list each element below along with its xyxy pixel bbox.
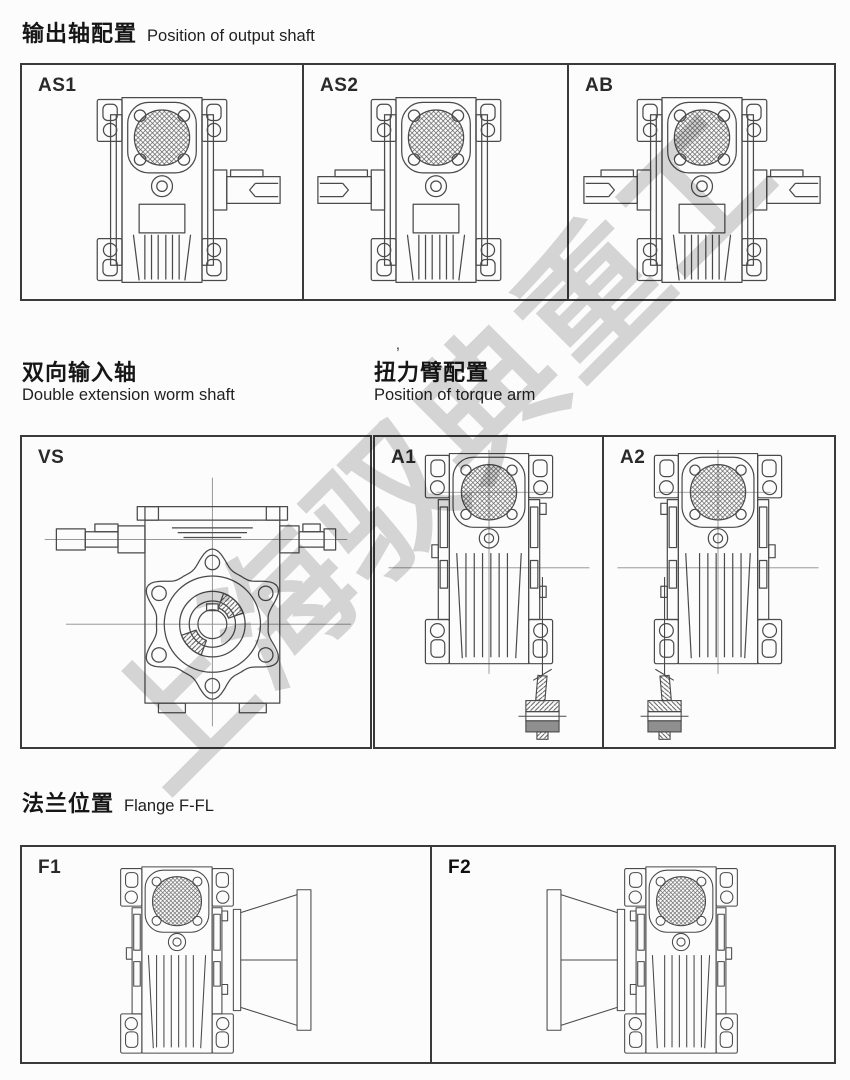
flange-title-zh: 法兰位置 xyxy=(22,791,115,816)
cell-label-a1: A1 xyxy=(391,447,417,468)
section-flange-header: 法兰位置 Flange F-FL xyxy=(22,786,214,818)
gearbox-front-view-shaft-right-drawing xyxy=(96,97,281,283)
torque-arm-panel: A1 A2 xyxy=(373,435,836,749)
cell-label-a2: A2 xyxy=(620,447,646,468)
cell-label-as2: AS2 xyxy=(320,75,359,96)
section-input-shaft-header: 双向输入轴 Double extension worm shaft xyxy=(22,360,235,407)
gearbox-side-view-double-shaft-drawing xyxy=(44,477,352,727)
cell-f2: F2 xyxy=(430,847,832,1062)
gearbox-flange-right-drawing xyxy=(83,862,369,1058)
cell-f1: F1 xyxy=(22,847,430,1062)
cell-as2: AS2 xyxy=(302,65,567,299)
flange-title-en: Flange F-FL xyxy=(124,797,214,815)
cell-label-vs: VS xyxy=(38,447,65,468)
gearbox-front-view-shaft-left-drawing xyxy=(316,97,501,283)
output-shaft-panel: AS1 AS2 AB xyxy=(20,63,836,301)
output-shaft-title-zh: 输出轴配置 xyxy=(22,21,138,46)
cell-ab: AB xyxy=(567,65,834,299)
gearbox-torque-arm-right-drawing xyxy=(383,448,595,743)
cell-label-ab: AB xyxy=(585,75,614,96)
section-torque-arm-header: 扭力臂配置 Position of torque arm xyxy=(374,360,535,407)
cell-as1: AS1 xyxy=(22,65,302,299)
cell-a1: A1 xyxy=(375,437,602,747)
input-shaft-title-en: Double extension worm shaft xyxy=(22,386,235,405)
cell-label-f1: F1 xyxy=(38,857,62,878)
scan-speckle: ’ xyxy=(396,344,400,363)
section-output-shaft-header: 输出轴配置 Position of output shaft xyxy=(22,16,315,48)
flange-panel: F1 F2 xyxy=(20,845,836,1064)
torque-arm-title-en: Position of torque arm xyxy=(374,386,536,405)
gearbox-flange-left-drawing xyxy=(489,862,775,1058)
cell-label-f2: F2 xyxy=(448,857,472,878)
output-shaft-title-en: Position of output shaft xyxy=(147,27,315,45)
gearbox-front-view-shaft-both-drawing xyxy=(582,97,821,283)
input-shaft-panel: VS xyxy=(20,435,372,749)
cell-a2: A2 xyxy=(602,437,832,747)
input-shaft-title-zh: 双向输入轴 xyxy=(22,360,138,385)
cell-label-as1: AS1 xyxy=(38,75,77,96)
gearbox-torque-arm-left-drawing xyxy=(612,448,824,743)
torque-arm-title-zh: 扭力臂配置 xyxy=(374,360,490,385)
cell-vs: VS xyxy=(22,437,370,747)
